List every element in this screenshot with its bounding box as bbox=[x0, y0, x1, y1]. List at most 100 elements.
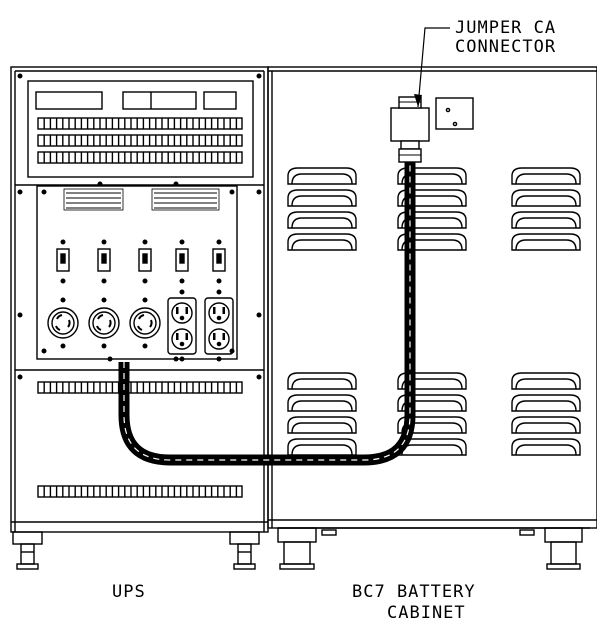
outlet-face bbox=[208, 328, 230, 350]
switch-screw-bottom bbox=[142, 278, 148, 284]
switch-screw-top bbox=[142, 239, 148, 245]
panel-screw bbox=[107, 356, 113, 362]
battery-base-tab bbox=[519, 529, 535, 536]
battery-foot-post bbox=[283, 541, 311, 565]
vent-row-top-frame bbox=[37, 151, 243, 164]
jumper-cable-label: JUMPER CA bbox=[455, 18, 557, 38]
toggle-lever bbox=[101, 253, 107, 264]
louver-inner bbox=[291, 444, 353, 456]
twistlock-slot bbox=[56, 314, 63, 320]
connector-label: CONNECTOR bbox=[455, 37, 557, 57]
twistlock-inner bbox=[51, 311, 75, 335]
ups-display-mid bbox=[122, 91, 197, 110]
louver bbox=[511, 394, 581, 412]
louver bbox=[511, 416, 581, 434]
ups-top-vents bbox=[37, 117, 243, 164]
jumper-cable-core bbox=[123, 160, 411, 461]
ups-cabinet bbox=[10, 66, 269, 570]
outlet-face bbox=[171, 302, 193, 324]
louver bbox=[511, 189, 581, 207]
louver-inner bbox=[401, 378, 463, 390]
battery-foot-post bbox=[550, 541, 577, 565]
twistlock-slot bbox=[108, 319, 112, 328]
louver bbox=[287, 233, 357, 251]
ups-screws bbox=[17, 73, 262, 380]
louver bbox=[511, 438, 581, 456]
panel-screw bbox=[97, 181, 103, 187]
frame-screw bbox=[256, 73, 262, 79]
toggle-lever bbox=[142, 253, 148, 264]
receptacle-screw-top bbox=[142, 297, 148, 303]
louver-inner bbox=[401, 239, 463, 251]
battery-cabinet bbox=[267, 66, 597, 570]
louver-inner bbox=[291, 400, 353, 412]
twistlock-inner bbox=[92, 311, 116, 335]
frame-screw bbox=[256, 189, 262, 195]
receptacle-screw-bottom bbox=[142, 343, 148, 349]
battery-foot-bracket bbox=[544, 527, 583, 543]
outlet-slot bbox=[185, 333, 188, 340]
vent-row-top-frame bbox=[37, 134, 243, 147]
twistlock-receptacle bbox=[129, 307, 161, 339]
louver bbox=[287, 394, 357, 412]
vent-row-bottom-frame bbox=[37, 485, 243, 498]
ups-display-right bbox=[203, 91, 237, 110]
toggle-switch bbox=[212, 248, 226, 272]
louver bbox=[397, 416, 467, 434]
twistlock-slot bbox=[67, 319, 71, 328]
louver bbox=[397, 167, 467, 185]
louver bbox=[397, 233, 467, 251]
louver-inner bbox=[291, 195, 353, 207]
switch-screw-top bbox=[216, 239, 222, 245]
foot-bracket bbox=[12, 531, 43, 545]
receptacle-screw-bottom bbox=[60, 343, 66, 349]
foot-post bbox=[237, 543, 252, 565]
louver-inner bbox=[515, 400, 577, 412]
connector-body bbox=[390, 107, 430, 142]
outlet-slot bbox=[222, 307, 225, 314]
louver bbox=[287, 438, 357, 456]
battery-foot-bracket bbox=[277, 527, 317, 543]
duplex-screw-top bbox=[179, 289, 185, 295]
louver bbox=[397, 211, 467, 229]
louver bbox=[397, 189, 467, 207]
frame-screw bbox=[256, 312, 262, 318]
louver-inner bbox=[515, 173, 577, 185]
louver bbox=[511, 233, 581, 251]
battery-cabinet-label-line2: CABINET bbox=[387, 603, 466, 623]
outlet-slot bbox=[176, 307, 179, 314]
ups-receptacles bbox=[47, 297, 161, 349]
receptacle-screw-top bbox=[101, 297, 107, 303]
frame-screw bbox=[17, 73, 23, 79]
louver bbox=[287, 416, 357, 434]
toggle-lever bbox=[60, 253, 66, 264]
louver-inner bbox=[291, 217, 353, 229]
outlet-slot bbox=[185, 307, 188, 314]
switch-screw-top bbox=[60, 239, 66, 245]
duplex-screw-bottom bbox=[179, 356, 185, 362]
twistlock-slot bbox=[137, 325, 143, 331]
jumper-cable bbox=[118, 27, 450, 466]
outlet-ground bbox=[216, 315, 222, 321]
switch-screw-bottom bbox=[216, 278, 222, 284]
toggle-lever bbox=[179, 253, 185, 264]
outlet-face bbox=[208, 302, 230, 324]
louver-inner bbox=[515, 422, 577, 434]
twistlock-slot bbox=[97, 314, 104, 320]
receptacle-screw-bottom bbox=[101, 343, 107, 349]
frame-screw bbox=[17, 312, 23, 318]
twistlock-receptacle bbox=[88, 307, 120, 339]
louver-inner bbox=[401, 422, 463, 434]
ups-top-panel bbox=[27, 80, 254, 178]
outlet-face bbox=[171, 328, 193, 350]
louver bbox=[287, 372, 357, 390]
panel-screw bbox=[41, 348, 47, 354]
louver-inner bbox=[291, 239, 353, 251]
receptacle-screw-top bbox=[60, 297, 66, 303]
louver bbox=[397, 372, 467, 390]
twistlock-slot bbox=[138, 314, 145, 320]
toggle-switch bbox=[175, 248, 189, 272]
outlet-slot bbox=[176, 333, 179, 340]
louver bbox=[511, 372, 581, 390]
louver-inner bbox=[515, 239, 577, 251]
